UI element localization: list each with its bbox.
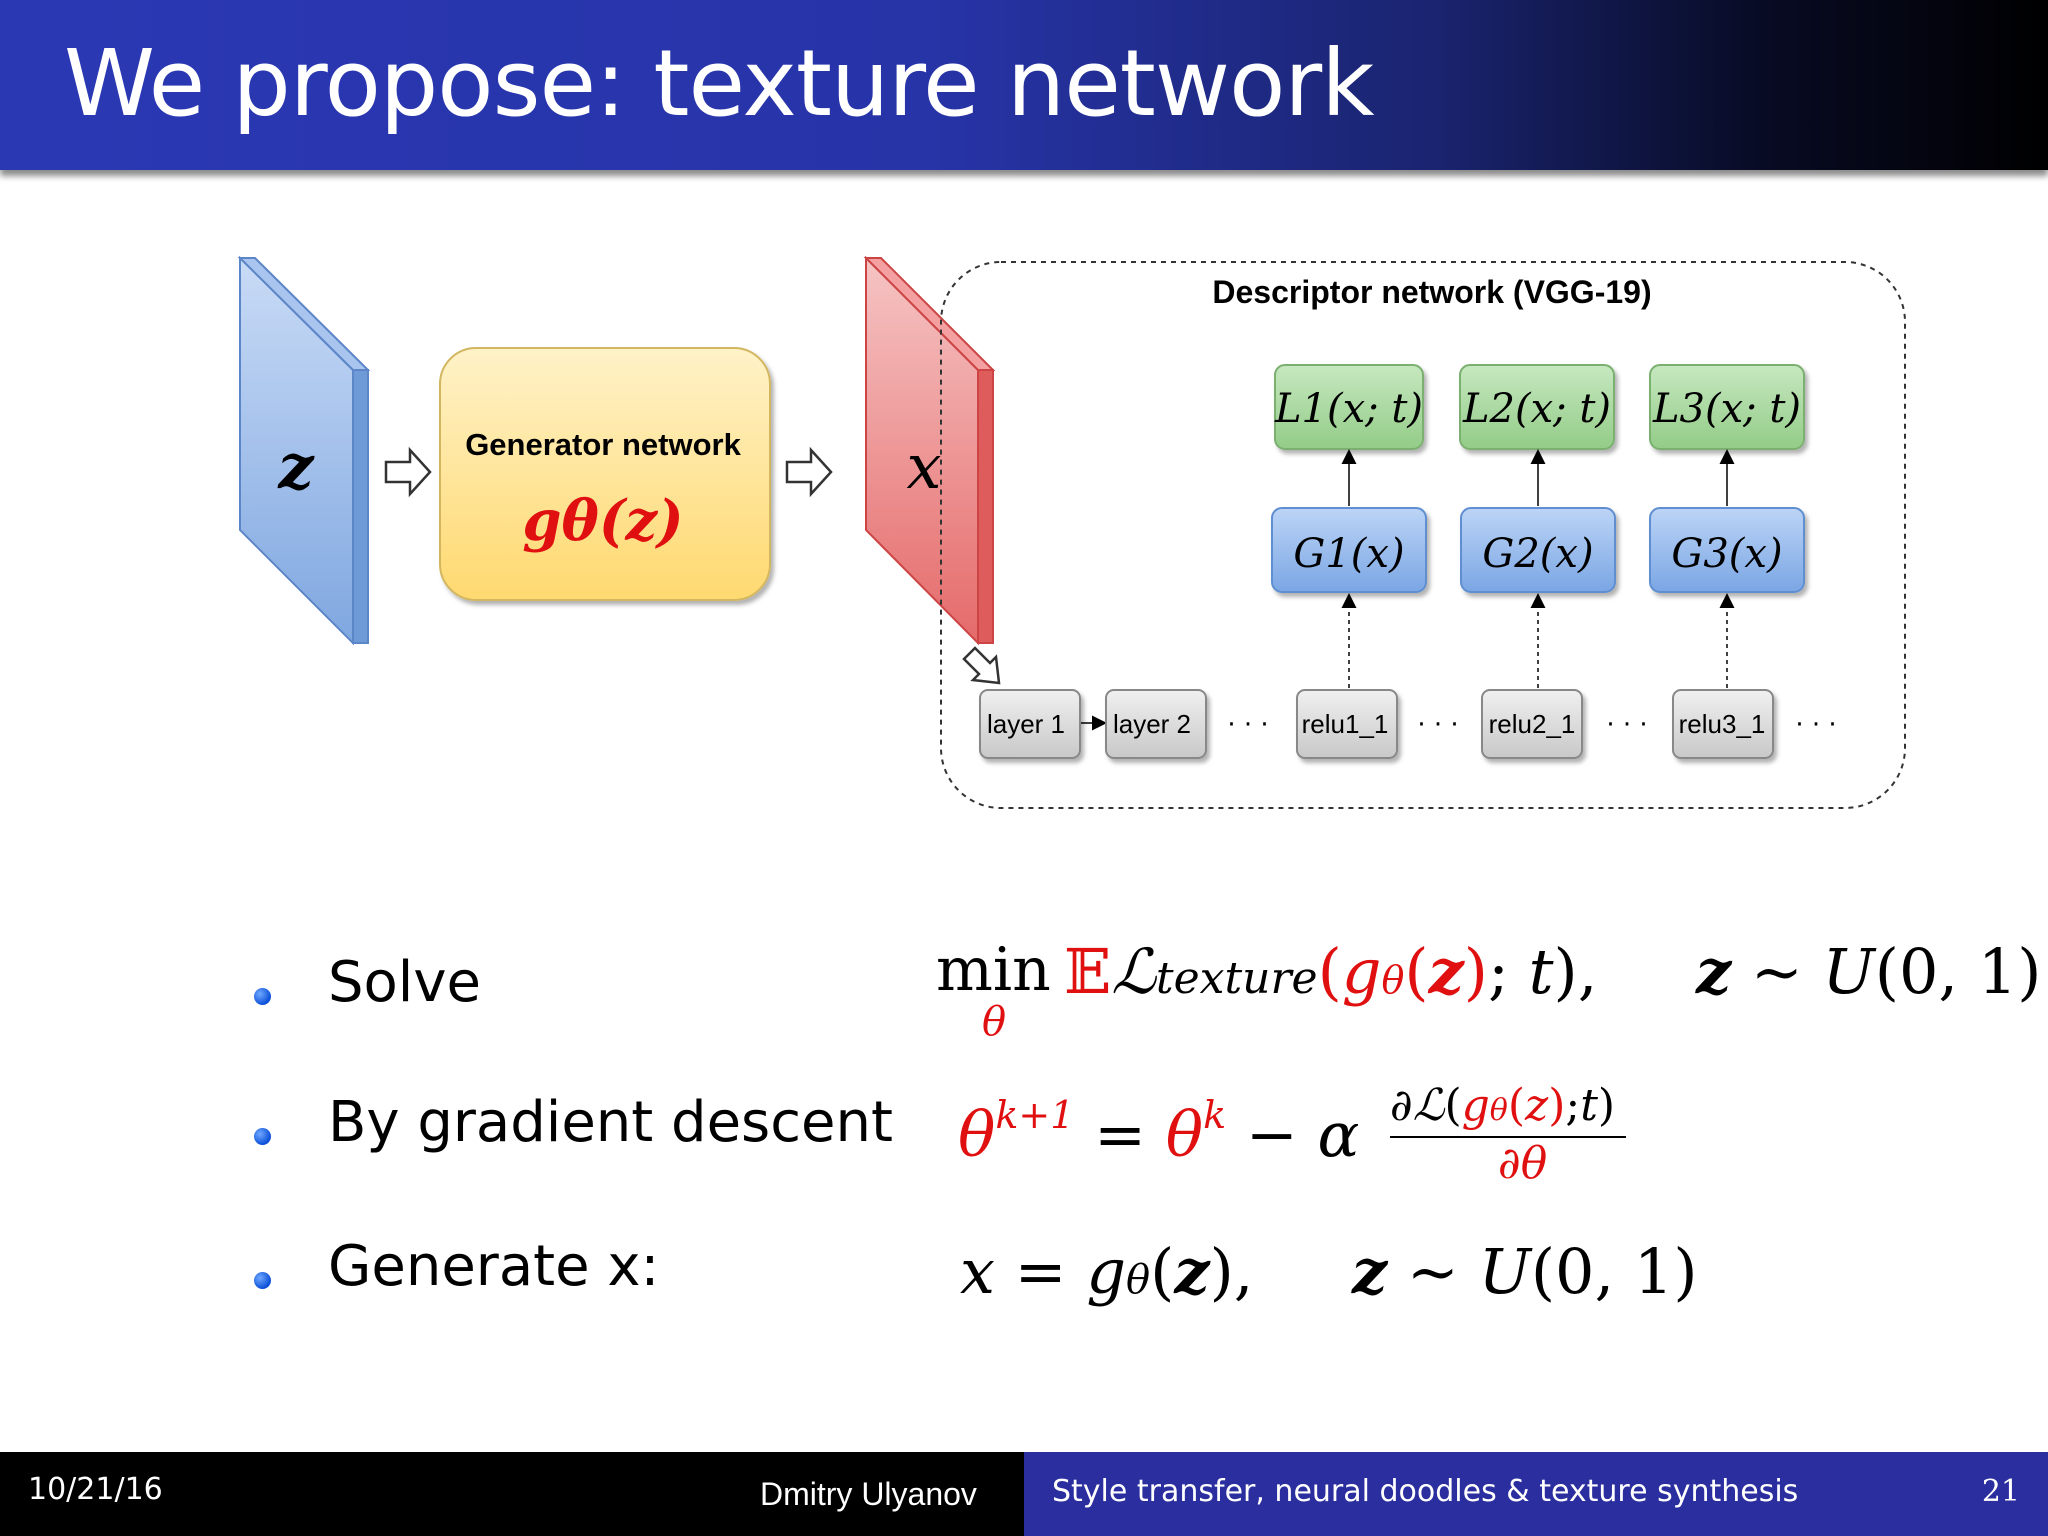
slide-title: We propose: texture network xyxy=(64,30,1375,137)
title-bar: We propose: texture network xyxy=(0,0,2048,170)
ellipsis: · · · xyxy=(1227,710,1268,740)
texture-network-diagram: z Generator network gθ(z) x Descriptor n… xyxy=(237,255,1906,809)
svg-text:layer 1: layer 1 xyxy=(987,709,1065,739)
ellipsis: · · · xyxy=(1606,710,1647,740)
bullet-gradient-descent: By gradient descent xyxy=(328,1090,893,1155)
formula-generate: x = gθ(z), z ~ U(0, 1) xyxy=(960,1235,1698,1308)
x-image-panel: x xyxy=(863,255,996,646)
loss-node: L2(x; t) xyxy=(1459,364,1615,450)
generator-network-box: Generator network gθ(z) xyxy=(439,347,771,601)
bullet-dot xyxy=(254,1272,271,1289)
footer-talk-title: Style transfer, neural doodles & texture… xyxy=(1052,1474,1799,1509)
svg-text:L3(x; t): L3(x; t) xyxy=(1652,386,1801,432)
layer-node: layer 2 xyxy=(1105,689,1207,759)
layer-node: relu2_1 xyxy=(1481,689,1583,759)
arrow-generator-to-x xyxy=(785,446,833,498)
bullet-generate: Generate x: xyxy=(328,1234,660,1299)
layer-node: relu1_1 xyxy=(1296,689,1398,759)
svg-text:relu1_1: relu1_1 xyxy=(1302,709,1389,739)
bullet-dot xyxy=(254,988,271,1005)
footer-page-number: 21 xyxy=(1981,1474,2020,1509)
footer-date: 10/21/16 xyxy=(28,1472,163,1507)
x-label: x xyxy=(907,430,942,503)
svg-text:G1(x): G1(x) xyxy=(1293,531,1404,577)
gram-node: G3(x) xyxy=(1649,507,1805,593)
bullet-solve: Solve xyxy=(328,950,481,1015)
svg-text:relu2_1: relu2_1 xyxy=(1489,709,1576,739)
gram-node: G2(x) xyxy=(1460,507,1616,593)
layer-node: relu3_1 xyxy=(1672,689,1774,759)
bullet-list: Solve By gradient descent Generate x: xyxy=(254,950,893,1299)
gram-node: G1(x) xyxy=(1271,507,1427,593)
generator-title: Generator network xyxy=(465,427,741,462)
loss-node: L3(x; t) xyxy=(1649,364,1805,450)
layer-node: layer 1 xyxy=(979,689,1081,759)
descriptor-title: Descriptor network (VGG-19) xyxy=(1212,274,1651,310)
generator-formula: gθ(z) xyxy=(522,488,683,554)
arrow-x-to-layer1 xyxy=(962,646,1001,685)
svg-text:L1(x; t): L1(x; t) xyxy=(1274,386,1423,432)
z-noise-panel: z xyxy=(237,255,371,646)
z-label: z xyxy=(277,430,315,503)
footer: 10/21/16 Dmitry Ulyanov Style transfer, … xyxy=(0,1452,2048,1536)
descriptor-network-container xyxy=(940,261,1906,809)
svg-text:relu3_1: relu3_1 xyxy=(1679,709,1766,739)
footer-title-panel: Style transfer, neural doodles & texture… xyxy=(1024,1452,2048,1536)
ellipsis: · · · xyxy=(1417,710,1458,740)
loss-node: L1(x; t) xyxy=(1274,364,1424,450)
svg-text:layer 2: layer 2 xyxy=(1113,709,1191,739)
svg-text:G2(x): G2(x) xyxy=(1482,531,1593,577)
svg-text:L2(x; t): L2(x; t) xyxy=(1462,386,1611,432)
bullet-dot xyxy=(254,1128,271,1145)
footer-author: Dmitry Ulyanov xyxy=(760,1476,977,1512)
arrow-z-to-generator xyxy=(384,446,432,498)
svg-text:G3(x): G3(x) xyxy=(1671,531,1782,577)
ellipsis: · · · xyxy=(1795,710,1836,740)
